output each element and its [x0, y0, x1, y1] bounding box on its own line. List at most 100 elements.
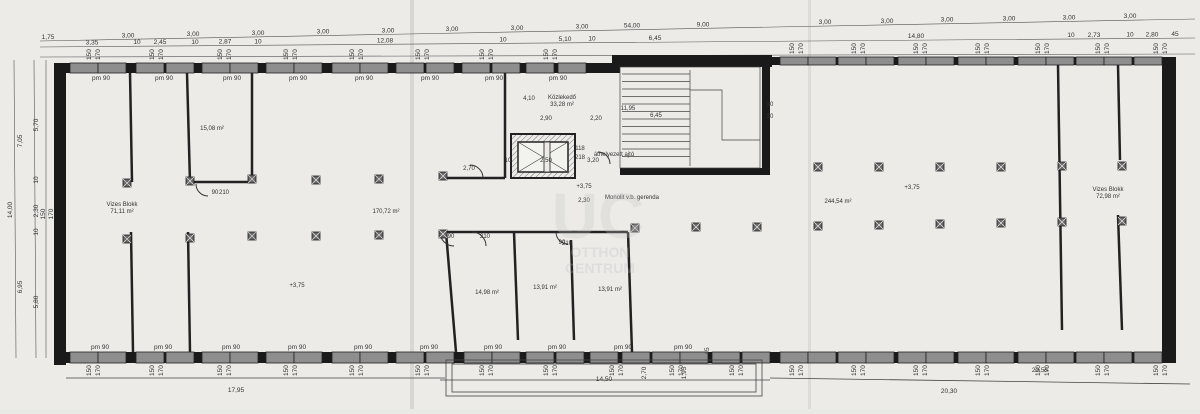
window-opening [461, 62, 491, 74]
left-dimension-label: 2,30 [33, 204, 40, 217]
window-opening [779, 56, 809, 66]
top-dimension-label: 3,00 [576, 24, 589, 31]
window-opening [201, 62, 231, 74]
bottom-dimension-label: 17,95 [228, 387, 245, 394]
top-dimension-label: 3,00 [941, 17, 954, 24]
window-lintel-label: 170 [922, 43, 929, 54]
paper-fold [410, 0, 414, 409]
window-type-label: pm 90 [223, 75, 241, 82]
annotation-label: 2,90 [540, 116, 552, 122]
annotation-label: 90 [448, 234, 455, 240]
room-name: Vizes Blokk [107, 202, 139, 208]
window-opening [925, 351, 955, 364]
window-type-label: pm 90 [154, 344, 172, 351]
annotation-label: 210 [219, 190, 230, 196]
interior-partitions [128, 64, 1124, 353]
left-dimension-label: 5,80 [33, 295, 40, 308]
window-lintel-label: 150 [86, 49, 93, 60]
window-lintel-label: 150 [283, 49, 290, 60]
window-lintel-label: 150 [913, 43, 920, 54]
top-dimension-label: 3,35 [86, 40, 99, 47]
window-opening [679, 351, 709, 364]
top-dimension-label: 3,00 [1063, 14, 1076, 21]
top-dimension-label: 3,00 [446, 26, 459, 33]
window-lintel-label: 150 [1035, 43, 1042, 54]
window-opening [359, 351, 389, 364]
top-dimension-label: 3,00 [317, 29, 330, 36]
window-lintel-label: 170 [95, 365, 102, 376]
window-opening [957, 351, 987, 364]
window-lintel-label: 170 [1044, 43, 1051, 54]
bottom-dimension-label: 20,30 [941, 388, 958, 395]
window-lintel-label: 150 [1095, 43, 1102, 54]
window-opening [69, 351, 99, 364]
annotation-label: 210 [562, 241, 573, 247]
annotation-label: 30 [767, 114, 774, 120]
window-opening [985, 56, 1015, 66]
window-opening [229, 62, 259, 74]
window-opening [1075, 351, 1105, 364]
stair-outline [619, 66, 761, 169]
window-opening [807, 56, 837, 66]
top-dimension-label: 3,00 [122, 32, 135, 39]
top-dimension-label: 12,08 [377, 37, 394, 44]
window-opening [837, 56, 867, 66]
room-area: 72,98 m² [1096, 194, 1120, 200]
top-dimension-label: 3,00 [881, 18, 894, 25]
window-type-label: pm 90 [91, 344, 109, 351]
window-type-label: pm 90 [420, 344, 438, 351]
window-lintel-label: 150 [415, 365, 422, 376]
top-dimension-label: 54,00 [624, 23, 641, 30]
window-opening [525, 351, 555, 364]
window-type-label: pm 90 [92, 75, 110, 82]
window-lintel-label: 170 [738, 365, 745, 376]
window-opening [651, 351, 681, 364]
window-lintel-label: 150 [217, 365, 224, 376]
window-lintel-label: 150 [543, 49, 550, 60]
window-opening [1017, 56, 1047, 66]
structural-columns [122, 161, 1127, 244]
annotation-label: 2,70 [463, 166, 475, 172]
left-opening-label: 170 [48, 208, 55, 219]
top-dimension-label: 45 [1171, 31, 1179, 38]
window-lintel-label: 170 [226, 49, 233, 60]
window-opening [557, 62, 587, 74]
window-lintel-label: 150 [729, 365, 736, 376]
window-lintel-label: 150 [609, 365, 616, 376]
room-name: Vizes Blokk [1093, 187, 1125, 193]
left-dimension-label: 6,95 [17, 280, 24, 293]
window-lintel-label: 170 [358, 49, 365, 60]
bottom-dimension-label: 2,70 [641, 366, 648, 379]
window-opening [395, 351, 425, 364]
window-lintel-label: 150 [913, 365, 920, 376]
top-dimension-label: 14,80 [908, 33, 925, 40]
top-dimension-label: 10 [254, 38, 262, 45]
stair-landing-line [690, 89, 760, 141]
top-dimension-label: 3,00 [819, 19, 832, 26]
window-opening [897, 56, 927, 66]
window-lintel-label: 170 [95, 49, 102, 60]
annotation-label: Monolit v.b. gerenda [605, 195, 660, 201]
otthon-centrum-watermark: UC OTTHON CENTRUM [552, 180, 644, 276]
bottom-windows [69, 351, 1163, 364]
window-lintel-label: 170 [860, 365, 867, 376]
window-lintel-label: 150 [789, 43, 796, 54]
window-lintel-label: 150 [851, 43, 858, 54]
top-windows [69, 56, 1163, 74]
room-area: 33,28 m² [550, 102, 574, 108]
window-lintel-label: 170 [424, 365, 431, 376]
window-type-label: pm 90 [421, 75, 439, 82]
top-dimension-label: 9,00 [697, 21, 710, 28]
window-lintel-label: 150 [479, 49, 486, 60]
annotation-label: 10 [505, 158, 512, 164]
window-lintel-label: 170 [1104, 365, 1111, 376]
window-opening [1017, 351, 1047, 364]
window-lintel-label: 150 [479, 365, 486, 376]
window-opening [985, 351, 1015, 364]
annotation-label: 90 [212, 190, 219, 196]
window-opening [331, 62, 361, 74]
